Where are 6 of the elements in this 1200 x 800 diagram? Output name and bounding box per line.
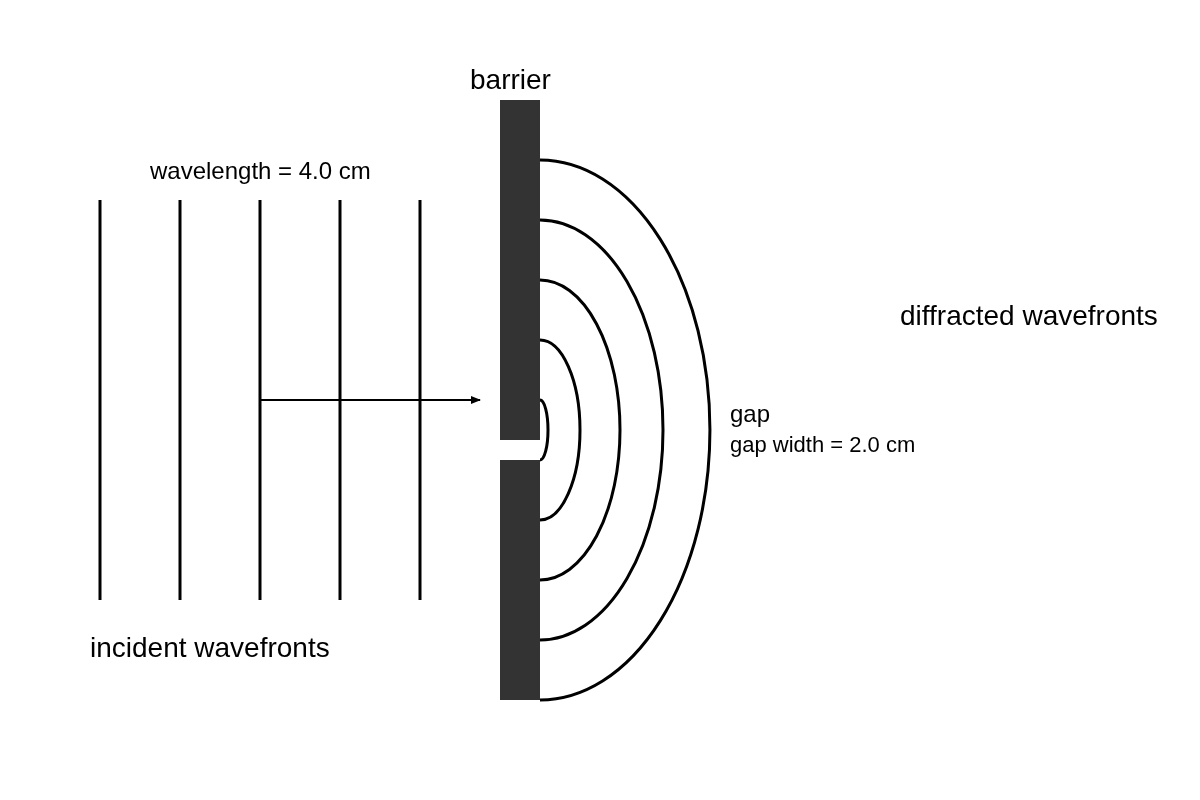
wavelength-label: wavelength = 4.0 cm [150,157,371,185]
diffracted-label: diffracted wavefronts [900,300,1158,332]
incident-label: incident wavefronts [90,632,330,664]
gap-label: gap [730,400,771,428]
barrier-label: barrier [470,64,551,96]
gap-width-label: gap width = 2.0 cm [730,432,916,458]
